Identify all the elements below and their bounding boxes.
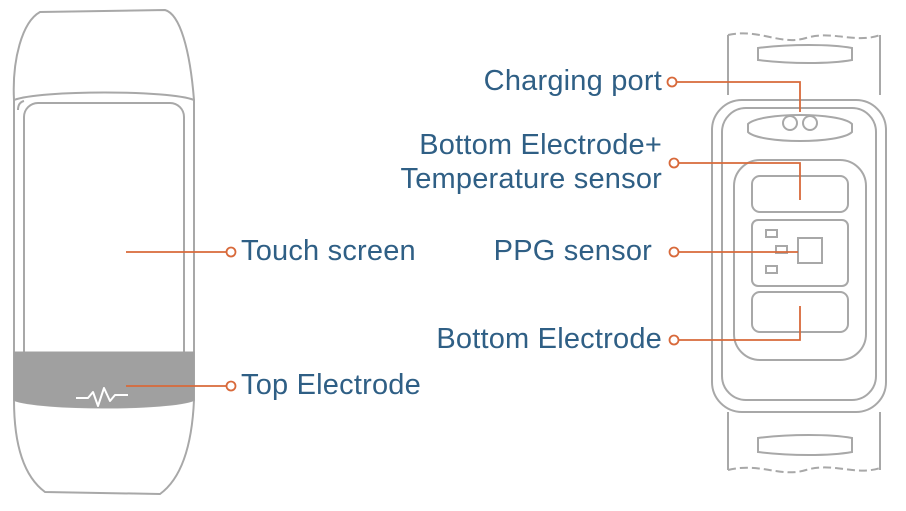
ppg-photodiode [797, 237, 823, 264]
charging-pin-left [782, 115, 798, 131]
band-back-inner-plate [721, 107, 877, 401]
ecg-icon [76, 387, 128, 407]
leader-bottom-electrode-temp [678, 162, 801, 200]
label-bottom-electrode-temp-line1: Bottom Electrode+ [419, 129, 662, 161]
leaders [126, 76, 801, 392]
band-back-body [711, 99, 887, 413]
bezel-inner-line [17, 100, 25, 111]
band-back-strap-top [727, 35, 881, 95]
ppg-led-middle [775, 245, 788, 254]
ppg-window [751, 219, 849, 287]
leader-top-electrode-dot [225, 380, 237, 392]
label-touch-screen: Touch screen [241, 235, 416, 267]
touch-screen-lower-edge [24, 352, 184, 373]
band-front-strap-bottom [13, 399, 195, 496]
charging-pin-right [802, 115, 818, 131]
band-back-strap-bottom [727, 412, 881, 470]
label-bottom-electrode-temp-line2: Temperature sensor [400, 163, 662, 195]
label-ppg-sensor: PPG sensor [493, 235, 652, 267]
label-top-electrode: Top Electrode [241, 369, 421, 401]
band-front-strap-top [12, 8, 195, 101]
touch-screen [23, 102, 185, 374]
label-bottom-electrode-temp: Bottom Electrode+ Temperature sensor [401, 128, 663, 196]
charging-port-housing [747, 114, 853, 142]
band-back-strap-top-cut [727, 32, 881, 42]
sensor-module-outer [733, 159, 867, 361]
leader-bottom-electrode [678, 306, 801, 341]
label-charging-port: Charging port [483, 65, 662, 97]
leader-touch-screen-dot [225, 246, 237, 258]
leader-charging-port [676, 81, 801, 112]
band-back-strap-bottom-cut [727, 466, 881, 474]
leader-bottom-electrode-dot [668, 334, 680, 346]
leader-ppg-sensor-dot [668, 246, 680, 258]
leader-charging-port-dot [666, 76, 678, 88]
ppg-led-top [765, 229, 778, 238]
band-back-strap-bottom-loop [757, 434, 853, 456]
label-bottom-electrode: Bottom Electrode [436, 323, 662, 355]
band-back [711, 32, 887, 474]
leader-bottom-electrode-temp-dot [668, 157, 680, 169]
band-back-strap-top-loop [757, 44, 853, 64]
ppg-led-bottom [765, 265, 778, 274]
